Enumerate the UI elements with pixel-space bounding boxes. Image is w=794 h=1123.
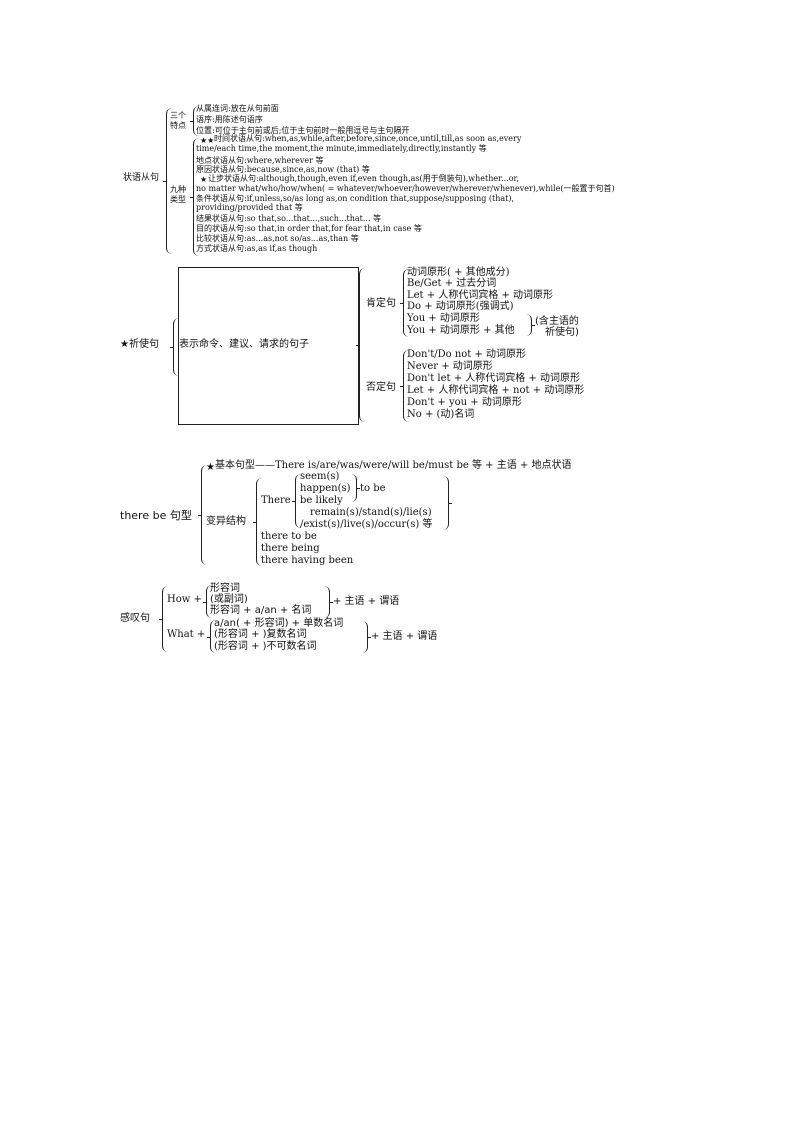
types-brace: [190, 138, 199, 256]
to-be-brace: [351, 474, 360, 502]
features-label-1: 三个: [170, 111, 186, 120]
negative-3: Don't let + 人称代词宾格 + 动词原形: [407, 373, 581, 384]
verb-be-likely: be likely: [300, 495, 343, 506]
result-clause: 结果状语从句:so that,so...that...,such...that.…: [196, 214, 382, 223]
negative-4: Let + 人称代词宾格 + not + 动词原形: [407, 385, 585, 396]
time-marker: ★★: [200, 136, 215, 145]
how-option-3: 形容词 + a/an + 名词: [210, 605, 312, 616]
how-brace: [203, 585, 212, 618]
comparison-clause: 比较状语从句:as...as,not so/as...as,than 等: [196, 234, 359, 243]
time-clause-line2: time/each time,the moment,the minute,imm…: [196, 144, 487, 153]
variant-brace: [253, 478, 262, 566]
condition-clause-line1: 条件状语从句:if,unless,so/as long as,on condit…: [196, 194, 515, 203]
concession-marker: ★: [200, 175, 208, 184]
manner-clause: 方式状语从句:as,as if,as though: [196, 244, 318, 253]
how-tail: + 主语 + 谓语: [333, 596, 400, 607]
form-there-to-be: there to be: [261, 531, 317, 542]
exclamatory-brace: [159, 586, 168, 652]
types-label-2: 类型: [170, 195, 186, 204]
what-option-2: (形容词 + )复数名词: [214, 629, 307, 640]
features-brace: [190, 106, 199, 136]
condition-clause-line2: providing/provided that 等: [196, 203, 303, 212]
subject-imperative-brace: [526, 314, 535, 336]
what-brace: [207, 620, 216, 653]
negative-label: 否定句: [366, 382, 396, 393]
other-verbs-2: /exist(s)/live(s)/occur(s) 等: [300, 519, 433, 530]
adverbial-title: 状语从句: [123, 173, 160, 183]
affirmative-1: 动词原形( + 其他成分): [407, 267, 510, 278]
imperative-definition: 表示命令、建议、请求的句子: [179, 339, 309, 350]
affirmative-2: Be/Get + 过去分词: [407, 278, 497, 289]
affirmative-4: Do + 动词原形(强调式): [407, 301, 514, 312]
verb-seem: seem(s): [300, 471, 340, 482]
how-option-1: 形容词: [210, 583, 240, 594]
what-option-1: a/an( + 形容词) + 单数名词: [214, 618, 344, 629]
concession-clause-line1: 让步状语从句:although,though,even if,even thou…: [208, 174, 519, 183]
adverbial-main-brace: [163, 108, 173, 254]
concession-clause-line2: no matter what/who/how/when( = whatever/…: [196, 184, 615, 193]
negative-1: Don't/Do not + 动词原形: [407, 349, 527, 360]
reason-clause: 原因状语从句:because,since,as,now (that) 等: [196, 165, 370, 174]
form-there-having-been: there having been: [261, 555, 354, 566]
features-label-2: 特点: [170, 121, 186, 130]
time-clause-line1: 时间状语从句:when,as,while,after,before,since,…: [214, 134, 522, 143]
negative-6: No + (动)名词: [407, 409, 475, 420]
how-option-2: (或副词): [210, 594, 248, 605]
exclamatory-title: 感叹句: [120, 613, 150, 624]
how-word: How +: [167, 594, 202, 605]
affirmative-5: You + 动词原形: [407, 313, 480, 324]
affirmative-6: You + 动词原形 + 其他: [407, 325, 515, 336]
there-word: There: [261, 495, 291, 506]
affirmative-label: 肯定句: [366, 298, 396, 309]
form-there-being: there being: [261, 543, 320, 554]
there-be-title: there be 句型: [120, 509, 192, 522]
verb-happen: happen(s): [300, 483, 351, 494]
what-option-3: (形容词 + )不可数名词: [214, 641, 317, 652]
basic-pattern: 基本句型——There is/are/was/were/will be/must…: [215, 460, 572, 471]
there-verb-right-brace: [443, 476, 452, 530]
what-tail: + 主语 + 谓语: [371, 631, 438, 642]
subject-note-1: (含主语的: [535, 316, 579, 327]
purpose-clause: 目的状语从句:so that,in order that,for fear th…: [196, 224, 422, 233]
imperative-left-brace: [170, 318, 179, 376]
subject-note-2: 祈使句): [545, 327, 579, 338]
types-label-1: 九种: [170, 185, 186, 194]
negative-5: Don't + you + 动词原形: [407, 397, 522, 408]
feature-word-order: 语序:用陈述句语序: [196, 115, 263, 124]
negative-2: Never + 动词原形: [407, 361, 493, 372]
affirmative-3: Let + 人称代词宾格 + 动词原形: [407, 290, 554, 301]
affirmative-brace: [400, 269, 409, 337]
to-be: to be: [360, 483, 386, 494]
how-right-brace: [324, 586, 333, 618]
basic-marker: ★: [206, 462, 215, 473]
feature-position: 位置:可位于主句前或后;位于主句前时一般用逗号与主句隔开: [196, 126, 410, 135]
variant-label: 变异结构: [206, 516, 246, 527]
what-word: What +: [167, 629, 206, 640]
there-be-brace: [198, 465, 208, 565]
what-right-brace: [362, 621, 371, 653]
imperative-definition-box: [178, 267, 359, 425]
negative-brace: [400, 350, 409, 422]
feature-conjunction: 从属连词:放在从句前面: [196, 104, 279, 113]
other-verbs-1: remain(s)/stand(s)/lie(s): [310, 507, 432, 518]
place-clause: 地点状语从句:where,wherever 等: [196, 156, 324, 165]
there-verb-brace: [292, 474, 301, 528]
imperative-title: ★祈使句: [120, 339, 159, 350]
imperative-type-brace: [356, 268, 365, 422]
